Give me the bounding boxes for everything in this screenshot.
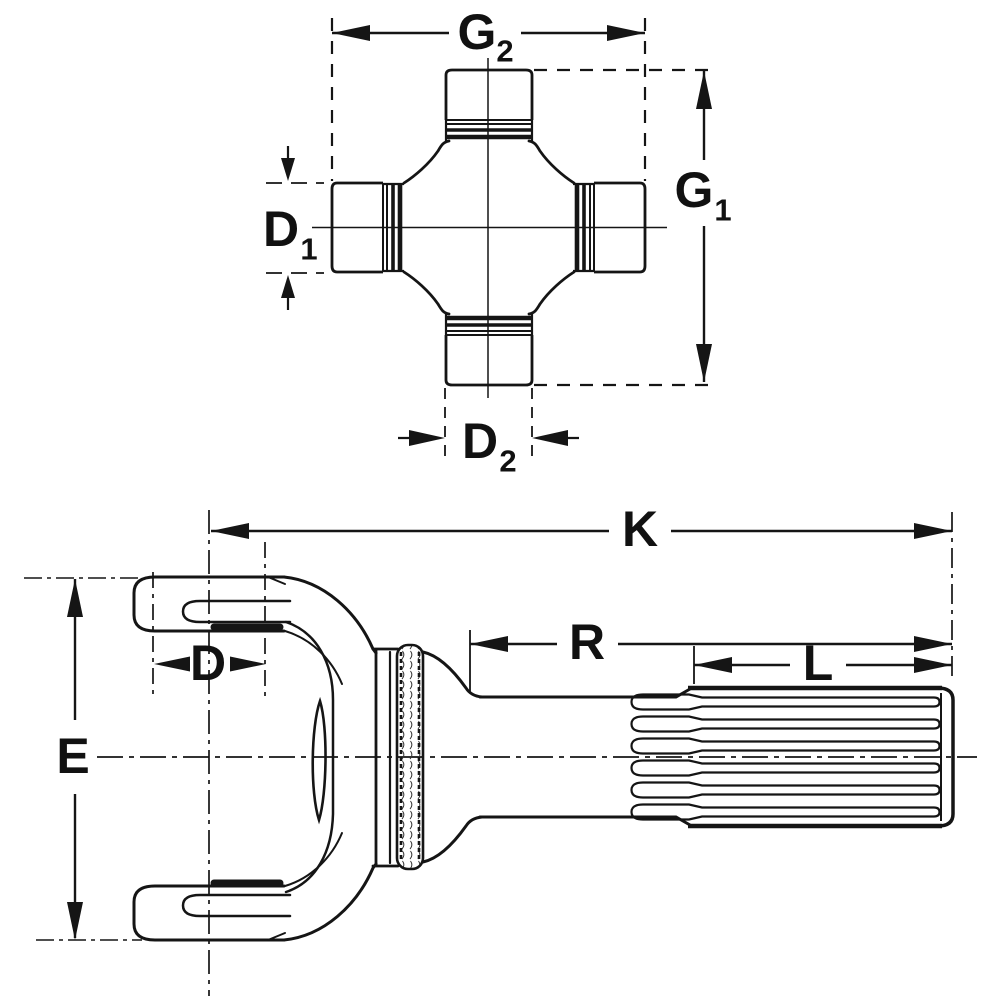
reference-dashed-lines (330, 18, 716, 387)
weld-boot-band (395, 643, 425, 871)
l-left-arrow (694, 657, 732, 673)
bearing-cap-right (573, 181, 647, 274)
yoke-ear-top (132, 575, 292, 633)
dim-label-k: K (622, 501, 658, 557)
dim-label-r: R (569, 614, 605, 670)
bearing-cap-left (330, 181, 404, 274)
r-left-arrow (470, 636, 508, 652)
dim-label-d1: D (263, 201, 299, 257)
k-right-arrow (914, 523, 952, 539)
l-right-arrow (914, 657, 952, 673)
yoke-ear-bottom (132, 879, 292, 942)
dim-label-d2-sub: 2 (499, 444, 516, 479)
dim-label-d: D (190, 635, 226, 691)
spline-section (630, 685, 955, 829)
dimension-k: K (211, 501, 952, 557)
dim-label-g1: G (675, 162, 714, 218)
ujoint-cross-figure: G 2 G 1 D 1 D 2 (263, 4, 732, 479)
g2-right-arrow (607, 25, 645, 41)
d-right-arrow (230, 656, 266, 672)
dim-label-d1-sub: 1 (300, 232, 317, 267)
dim-label-g1-sub: 1 (714, 193, 731, 228)
d1-bottom-arrow (281, 275, 295, 298)
e-top-arrow (67, 579, 83, 617)
d-left-arrow (154, 656, 190, 672)
dimension-l: L (694, 635, 952, 691)
dim-label-g2: G (458, 4, 497, 60)
bearing-cap-top (444, 68, 534, 141)
d2-left-arrow (409, 430, 445, 446)
dim-label-d2: D (462, 413, 498, 469)
dimension-d1: D 1 (263, 146, 324, 310)
shaft (421, 650, 692, 864)
far-ear-lens (311, 696, 327, 825)
spline-tooth (630, 781, 941, 799)
dimension-g1: G 1 (675, 71, 732, 382)
cross-body (402, 139, 576, 316)
g1-top-arrow (696, 71, 712, 109)
dimension-r: R (470, 614, 952, 670)
r-right-arrow (914, 636, 952, 652)
dim-label-g2-sub: 2 (496, 34, 513, 69)
spline-tooth (630, 715, 941, 733)
slip-yoke-figure: K R L D E (24, 501, 977, 996)
spline-tooth (630, 693, 941, 711)
spline-tooth (630, 759, 941, 777)
yoke-body (282, 575, 400, 942)
dim-label-l: L (803, 635, 834, 691)
bearing-cap-bottom (444, 314, 534, 387)
e-bottom-arrow (67, 902, 83, 940)
dimension-e: E (56, 579, 90, 940)
k-left-arrow (211, 523, 249, 539)
dim-label-e: E (56, 728, 89, 784)
dimension-g2: G 2 (332, 4, 645, 69)
spline-tooth (630, 803, 941, 821)
d2-right-arrow (532, 430, 568, 446)
dimension-d2: D 2 (398, 388, 579, 479)
spline-tooth (630, 737, 941, 755)
d1-top-arrow (281, 158, 295, 181)
g2-left-arrow (332, 25, 370, 41)
dimension-d: D (154, 635, 266, 691)
g1-bottom-arrow (696, 344, 712, 382)
